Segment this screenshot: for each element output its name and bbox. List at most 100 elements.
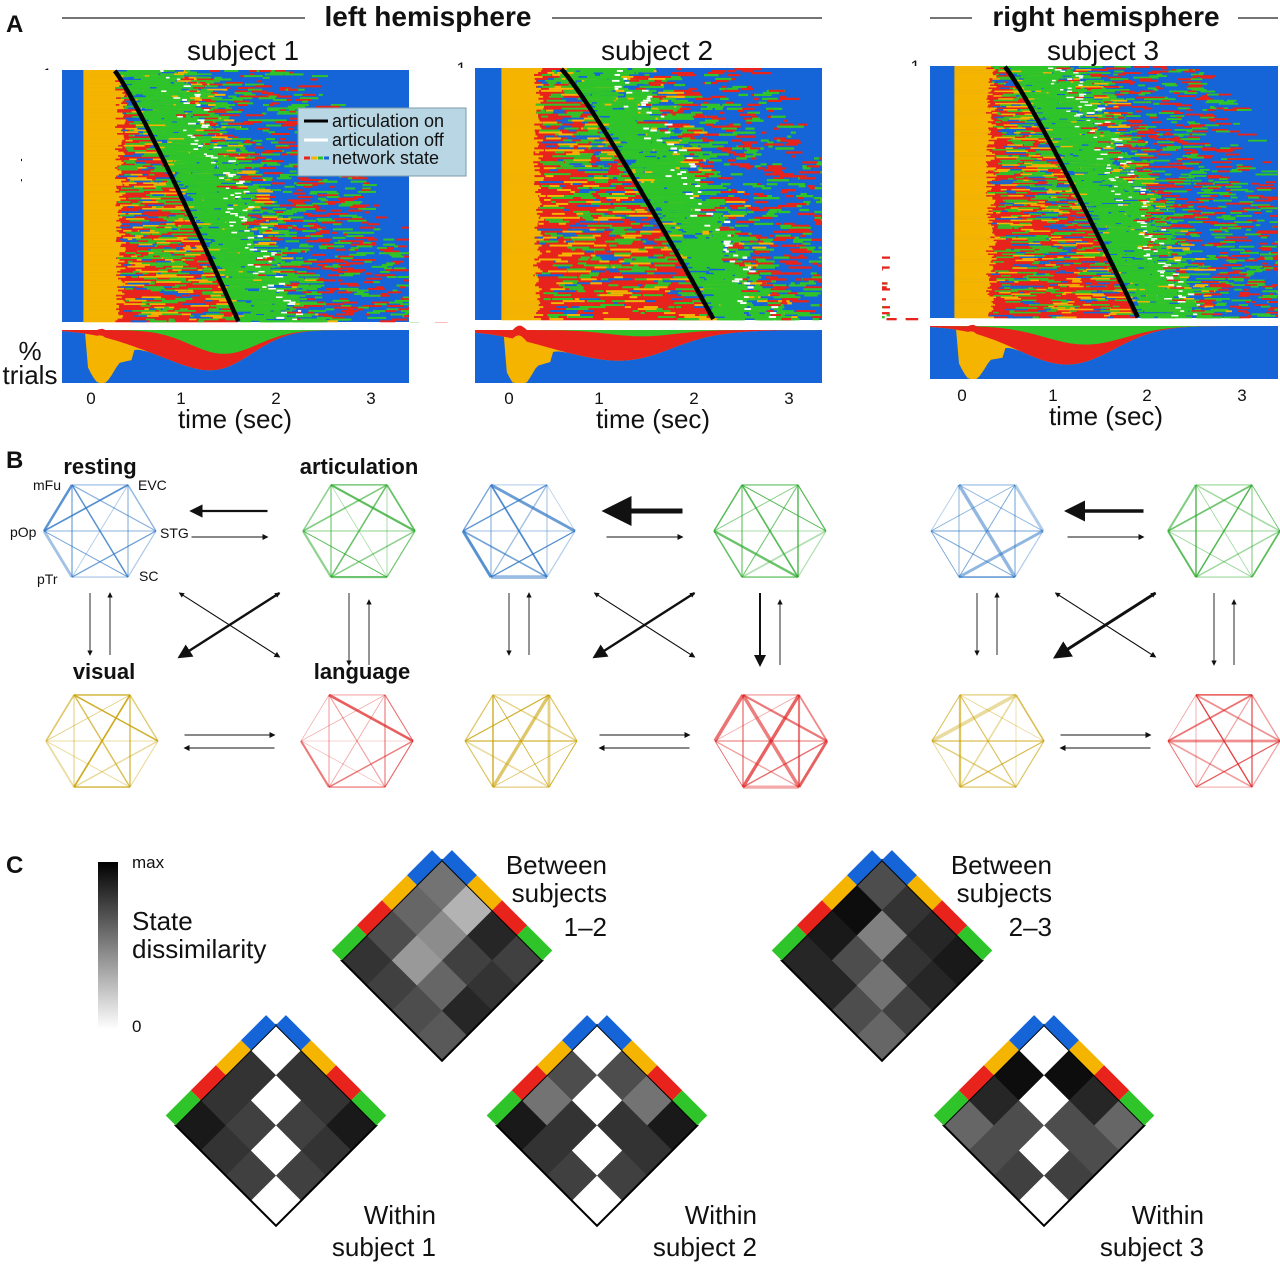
state-segment: [684, 95, 703, 99]
articulation-state-segment: [161, 76, 184, 79]
articulation-state-segment: [147, 114, 171, 117]
state-segment: [743, 143, 752, 146]
state-segment: [190, 304, 209, 307]
articulation-state-segment: [246, 282, 262, 285]
state-segment: [321, 190, 337, 193]
state-segment: [261, 207, 267, 210]
state-segment: [682, 131, 695, 134]
articulation-state-segment: [175, 175, 197, 178]
state-segment: [298, 219, 317, 222]
state-segment: [339, 274, 354, 277]
state-segment: [182, 303, 206, 306]
language-state-segment: [118, 306, 233, 309]
articulation-state-segment: [627, 157, 649, 160]
state-segment: [542, 121, 558, 124]
state-segment: [167, 138, 187, 141]
state-segment: [174, 233, 197, 236]
state-segment: [561, 93, 581, 97]
articulation-state-segment: [224, 260, 246, 263]
articulation-state-segment: [252, 245, 270, 248]
visual-state-segment: [83, 241, 127, 244]
state-segment: [188, 102, 211, 105]
articulation-state-segment: [202, 196, 221, 199]
articulation-off-mark: [637, 107, 642, 110]
state-segment: [120, 226, 138, 229]
state-segment: [139, 230, 150, 233]
articulation-state-segment: [144, 117, 153, 120]
state-segment: [267, 93, 280, 96]
state-segment: [147, 204, 165, 207]
articulation-state-segment: [131, 92, 151, 95]
state-segment: [768, 109, 774, 112]
articulation-state-segment: [134, 85, 148, 88]
state-segment: [204, 143, 211, 146]
articulation-state-segment: [163, 117, 177, 120]
visual-state-segment: [83, 185, 117, 188]
visual-state-segment: [501, 117, 539, 120]
state-segment: [722, 89, 740, 93]
state-segment: [189, 316, 211, 319]
state-segment: [249, 190, 273, 193]
state-segment: [348, 284, 360, 287]
articulation-state-segment: [176, 185, 186, 188]
articulation-state-segment: [248, 235, 264, 238]
articulation-state-segment: [623, 131, 635, 134]
articulation-off-mark: [241, 219, 247, 222]
state-segment: [152, 165, 163, 168]
articulation-state-segment: [182, 93, 198, 96]
state-segment: [276, 95, 292, 98]
articulation-state-segment: [183, 153, 197, 156]
articulation-off-mark: [190, 143, 198, 146]
visual-state-segment: [83, 114, 124, 117]
visual-state-segment: [501, 111, 537, 114]
articulation-off-mark: [187, 122, 196, 125]
state-segment: [670, 111, 683, 114]
state-segment: [579, 153, 594, 156]
visual-state-segment: [83, 286, 118, 289]
state-segment: [125, 287, 134, 290]
state-segment: [662, 139, 679, 142]
articulation-state-segment: [178, 95, 202, 98]
state-segment: [139, 257, 162, 260]
state-segment: [201, 277, 217, 280]
state-segment: [391, 255, 405, 258]
visual-state-segment: [83, 293, 125, 296]
state-segment: [286, 209, 306, 212]
state-segment: [135, 161, 146, 164]
articulation-state-segment: [227, 248, 250, 251]
state-segment: [652, 105, 672, 108]
state-segment: [200, 97, 211, 100]
state-segment: [174, 75, 184, 78]
articulation-state-segment: [192, 187, 201, 190]
articulation-state-segment: [570, 73, 581, 77]
state-segment: [747, 149, 759, 152]
visual-state-segment: [83, 228, 122, 231]
articulation-state-segment: [226, 184, 245, 187]
visual-state-segment: [83, 75, 125, 78]
visual-state-segment: [501, 69, 542, 73]
articulation-state-segment: [227, 286, 237, 289]
state-segment: [324, 265, 341, 268]
visual-state-segment: [83, 245, 121, 248]
state-segment: [568, 129, 577, 132]
articulation-state-segment: [151, 98, 162, 101]
articulation-state-segment: [626, 95, 648, 99]
state-segment: [298, 199, 311, 202]
state-segment: [282, 190, 293, 193]
state-segment: [357, 306, 369, 309]
articulation-state-segment: [609, 115, 632, 118]
state-segment: [284, 185, 295, 188]
visual-state-segment: [501, 115, 539, 118]
state-segment: [204, 117, 218, 120]
articulation-state-segment: [171, 110, 184, 113]
state-segment: [281, 153, 288, 156]
state-segment: [202, 265, 208, 268]
state-segment: [244, 156, 255, 159]
state-segment: [169, 277, 176, 280]
articulation-state-segment: [157, 109, 177, 112]
articulation-off-mark: [203, 109, 210, 112]
language-state-segment: [121, 160, 165, 163]
articulation-state-segment: [182, 146, 199, 149]
state-segment: [130, 320, 147, 323]
articulation-state-segment: [265, 281, 278, 284]
